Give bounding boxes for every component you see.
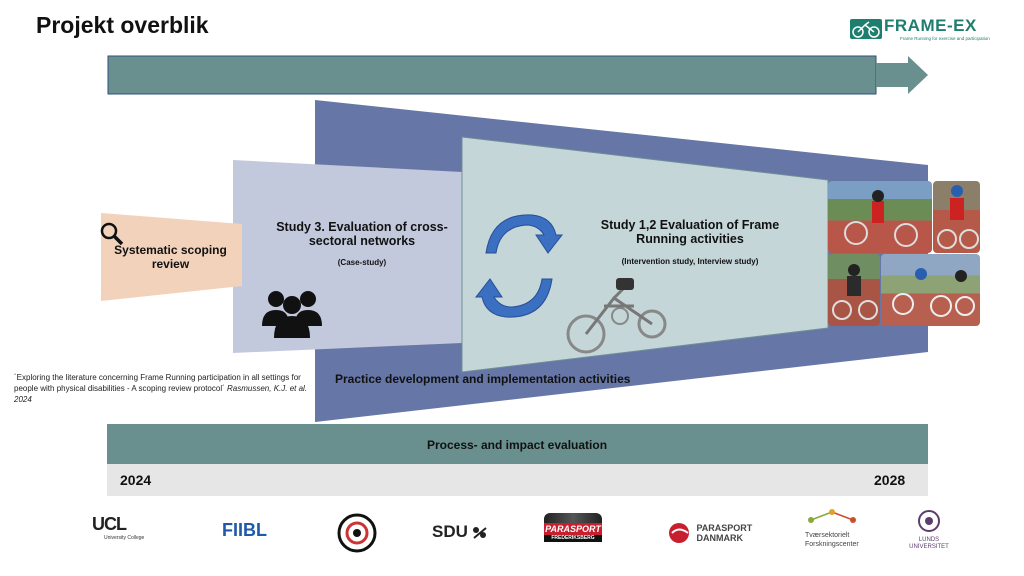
frame-ex-logo: FRAME-EX Frame Running for exercise and … <box>850 16 990 42</box>
cycle-arrows-icon <box>474 205 564 332</box>
frame-running-photo-1 <box>828 181 932 253</box>
timeline-arrow-head <box>876 56 928 94</box>
lunds-universitet-logo: LUNDS UNIVERSITET <box>907 510 951 551</box>
study12-sublabel: (Intervention study, Interview study) <box>621 257 759 266</box>
fiibl-logo: FIIBL <box>222 520 267 540</box>
people-icon <box>262 288 322 343</box>
circular-seal-logo <box>337 513 377 558</box>
page-title: Projekt overblik <box>36 12 209 38</box>
year-end: 2028 <box>874 472 906 488</box>
process-label: Process- and impact evaluation <box>426 438 608 452</box>
frame-running-photo-2 <box>933 181 980 253</box>
year-start: 2024 <box>120 472 152 488</box>
frame-running-photo-4 <box>881 254 980 326</box>
study12-shape <box>461 136 829 373</box>
study12-label: Study 1,2 Evaluation of Frame Running ac… <box>600 218 780 246</box>
year-bar <box>107 464 928 496</box>
brand-name: FRAME-EX <box>884 16 977 35</box>
frame-runner-icon <box>850 19 882 39</box>
parasport-danmark-logo: PARASPORT DANMARK <box>668 522 754 544</box>
study3-sublabel: (Case-study) <box>337 258 387 267</box>
process-bar <box>107 424 928 464</box>
timeline-arrow-body <box>107 55 877 95</box>
scoping-review-label: Systematic scoping review <box>114 243 227 271</box>
frame-runner-bike-icon <box>564 276 668 361</box>
frame-running-photo-3 <box>828 254 880 326</box>
practice-label: Practice development and implementation … <box>335 372 631 386</box>
study3-label: Study 3. Evaluation of cross-sectoral ne… <box>276 220 448 248</box>
reference-author: Rasmussen, K.J. et al. 2024 <box>14 384 308 404</box>
reference-note: ´Exploring the literature concerning Fra… <box>14 372 314 405</box>
parasport-frederiksberg-logo: PARASPORT FREDERIKSBERG <box>544 513 602 547</box>
reference-text: ´Exploring the literature concerning Fra… <box>14 373 301 393</box>
tvaersektorielt-logo: Tværsektorielt Forskningscenter <box>805 508 865 549</box>
sdu-logo: SDU <box>432 522 488 542</box>
ucl-logo: UCL University College <box>92 514 145 541</box>
magnifier-icon <box>100 222 124 251</box>
scoping-shape <box>101 213 242 301</box>
brand-tagline: Frame Running for exercise and participa… <box>900 36 990 41</box>
